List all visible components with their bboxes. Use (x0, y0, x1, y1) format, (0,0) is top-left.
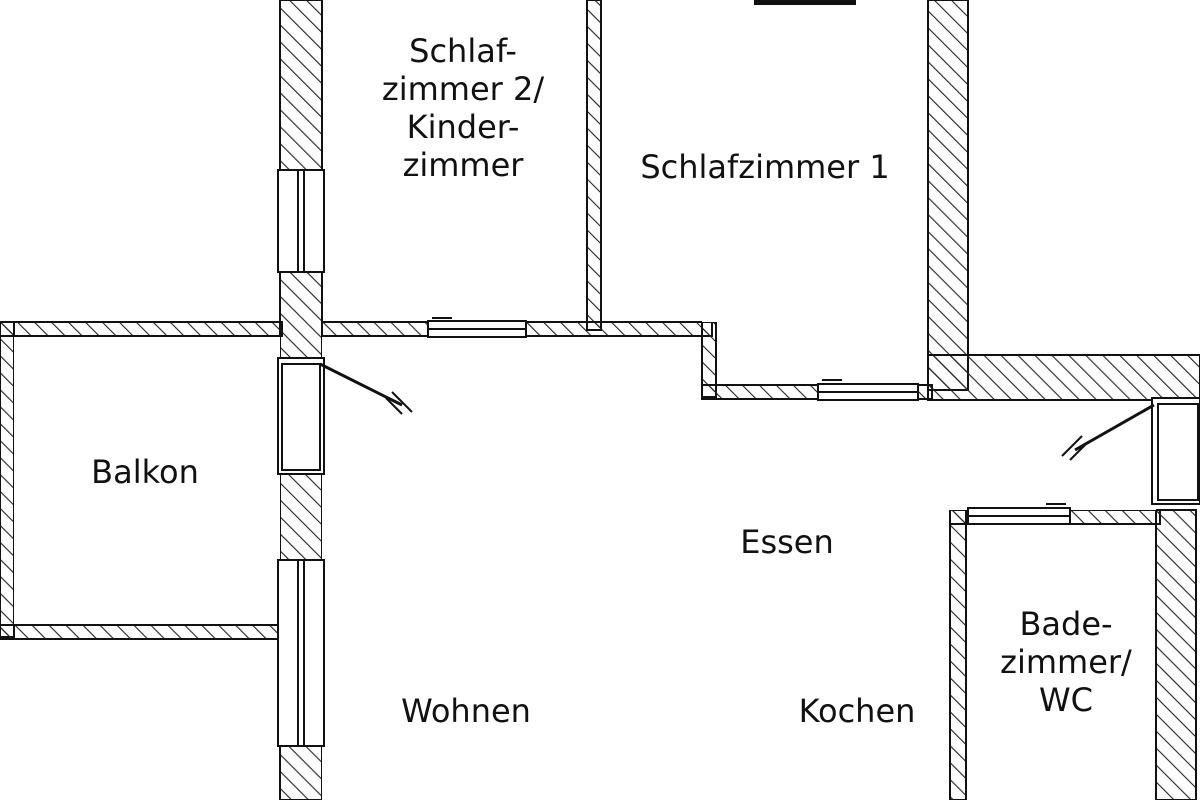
room-fills (14, 0, 1156, 800)
windows (277, 169, 325, 747)
room-label-line: Kochen (798, 692, 916, 730)
wall-bath-left (949, 509, 967, 800)
room-label-balkon: Balkon (91, 453, 199, 491)
room-label-line: Bade- (1019, 605, 1113, 643)
room-label-line: Wohnen (401, 692, 531, 730)
wall-bath-top (927, 354, 1200, 401)
room-label-line: WC (1039, 681, 1093, 719)
room-label-line: Essen (740, 523, 834, 561)
wall-balcony-top (0, 321, 283, 337)
window-living-lower (277, 559, 325, 747)
room-label-badezimmer: Bade- zimmer/ WC (1000, 605, 1132, 719)
room-label-line: Kinder- (406, 108, 520, 146)
balcony-door (277, 357, 413, 475)
room-label-schlafzimmer1: Schlafzimmer 1 (640, 148, 889, 186)
door-bedroom1-top (754, 0, 856, 5)
wall-bedroom2-right (586, 0, 602, 331)
wall-balcony-left (0, 321, 15, 638)
room-label-schlafzimmer2: Schlaf- zimmer 2/ Kinder- zimmer (382, 32, 544, 184)
room-label-line: Schlafzimmer 1 (640, 148, 890, 186)
wall-balcony-bottom (0, 624, 283, 640)
room-label-line: Schlaf- (409, 32, 517, 70)
room-label-line: zimmer (402, 146, 524, 184)
wall-bedroom1-right (927, 0, 969, 391)
room-label-line: zimmer/ (1000, 643, 1132, 681)
entry-door (1061, 397, 1200, 505)
room-label-line: Balkon (91, 453, 199, 491)
window-bedroom2 (277, 169, 325, 273)
room-label-kochen: Kochen (799, 692, 916, 730)
room-label-essen: Essen (740, 523, 834, 561)
sliding-doors (427, 0, 1071, 525)
room-label-wohnen: Wohnen (401, 692, 531, 730)
room-label-line: zimmer 2/ (381, 70, 545, 108)
wall-bath-right (1155, 509, 1197, 800)
